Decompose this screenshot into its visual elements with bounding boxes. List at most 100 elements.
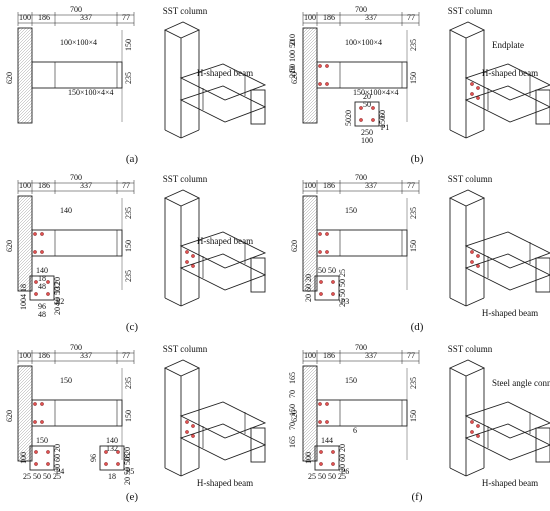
plate-dim: 20 60 20 (338, 444, 347, 472)
plate-dim: 60 (378, 110, 387, 118)
plate-dim: 20 60 20 (53, 444, 62, 472)
dim-seg: 100 (19, 181, 31, 190)
beam-bottom-flange (179, 253, 267, 291)
column-elevation (302, 27, 318, 124)
panel-caption: (e) (126, 491, 139, 503)
beam-top-flange (464, 231, 550, 269)
column-edge (164, 297, 182, 307)
dim-seg: 337 (365, 181, 377, 190)
panel-caption: (f) (412, 491, 423, 503)
column-edge (449, 297, 467, 307)
plate-label: P4 (56, 467, 64, 476)
note-label: 150×100×4×4 (68, 88, 114, 97)
bolt-hole (185, 430, 189, 434)
plate-dim: 18 (38, 274, 46, 283)
dim-column-height: 620 (290, 240, 299, 252)
plate-dim: 140 (36, 266, 48, 275)
beam-bottom-flange (464, 85, 550, 123)
dim-left: 165 (288, 436, 297, 448)
plate-dim: 50 (344, 118, 353, 126)
note-label: 150 (345, 376, 357, 385)
bolt-hole (318, 250, 322, 254)
plate-dim: 18 (108, 472, 116, 481)
isometric-sketch (448, 189, 550, 307)
dim-seg: 77 (407, 181, 415, 190)
dim-left: 70 (288, 390, 297, 398)
bolt-hole (470, 250, 474, 254)
dim-seg: 337 (80, 13, 92, 22)
bolt-hole (371, 106, 375, 110)
column-top (448, 21, 486, 39)
bolt-hole (33, 232, 37, 236)
plate-P2 (29, 275, 55, 301)
plate-dim: 132 (53, 282, 62, 294)
column-top (163, 359, 201, 377)
column-edge (449, 129, 467, 139)
beam-top-flange (179, 63, 267, 101)
column-edge (465, 129, 485, 139)
beam-bottom-flange (179, 423, 267, 461)
bolt-hole (476, 254, 480, 258)
bolt-hole (359, 118, 363, 122)
dim-right: 235 (409, 377, 418, 389)
beam-bottom-flange (179, 85, 267, 123)
beam-elevation (316, 61, 408, 89)
dim-total-length: 700 (70, 343, 82, 352)
note-label: 150 (345, 206, 357, 215)
beam-label: H-shaped beam (197, 236, 253, 246)
plate-dim: 20 (363, 92, 371, 101)
bolt-hole (476, 264, 480, 268)
plate-dim: 100 (19, 452, 28, 464)
plate-dim: 25 50 50 25 (308, 472, 346, 481)
dim-right: 150 (124, 39, 133, 51)
dim-seg: 100 (19, 351, 31, 360)
note-label: 150 (60, 376, 72, 385)
plate-dim: 4 (53, 302, 62, 306)
bolt-hole (470, 420, 474, 424)
dim-total-length: 700 (355, 343, 367, 352)
plate-label: P5 (126, 467, 134, 476)
plate-dim: 20 60 20 (304, 274, 313, 302)
bolt-hole (331, 280, 335, 284)
column-edge (164, 467, 182, 477)
beam-end-plate (535, 427, 550, 463)
plate-P1 (354, 101, 380, 127)
isometric-sketch (163, 359, 267, 477)
bolt-hole (325, 250, 329, 254)
plate-dim: 18 (123, 454, 132, 462)
beam-elevation (31, 61, 123, 89)
beam-label: H-shaped beam (197, 68, 253, 78)
dim-seg: 186 (323, 351, 335, 360)
dim-seg: 186 (38, 351, 50, 360)
dim-total-length: 700 (355, 5, 367, 14)
note-label: 100×100×4 (60, 38, 97, 47)
dim-seg: 337 (80, 351, 92, 360)
plate-label: P3 (341, 297, 349, 306)
column-top (163, 189, 201, 207)
beam-top-flange (179, 401, 267, 439)
bolt-hole (325, 232, 329, 236)
bolt-hole (40, 250, 44, 254)
beam-top-flange (179, 231, 267, 269)
plate-dim: 150 (36, 436, 48, 445)
beam-label: H-shaped beam (197, 478, 253, 488)
dim-right: 150 (409, 240, 418, 252)
isometric-sketch (163, 189, 267, 307)
plate-P3 (314, 275, 340, 301)
column-edge (465, 297, 485, 307)
beam-elevation (316, 229, 408, 257)
bolt-hole (331, 450, 335, 454)
bolt-hole (319, 450, 323, 454)
bolt-hole (46, 462, 50, 466)
column-label: SST column (448, 344, 493, 354)
bolt-hole (319, 292, 323, 296)
dim-seg: 337 (365, 13, 377, 22)
dim-seg: 77 (407, 351, 415, 360)
panel-caption: (b) (411, 153, 424, 165)
plate-dim: 20 50 50 20 (123, 447, 132, 485)
column-edge (180, 467, 200, 477)
bolt-hole (325, 402, 329, 406)
